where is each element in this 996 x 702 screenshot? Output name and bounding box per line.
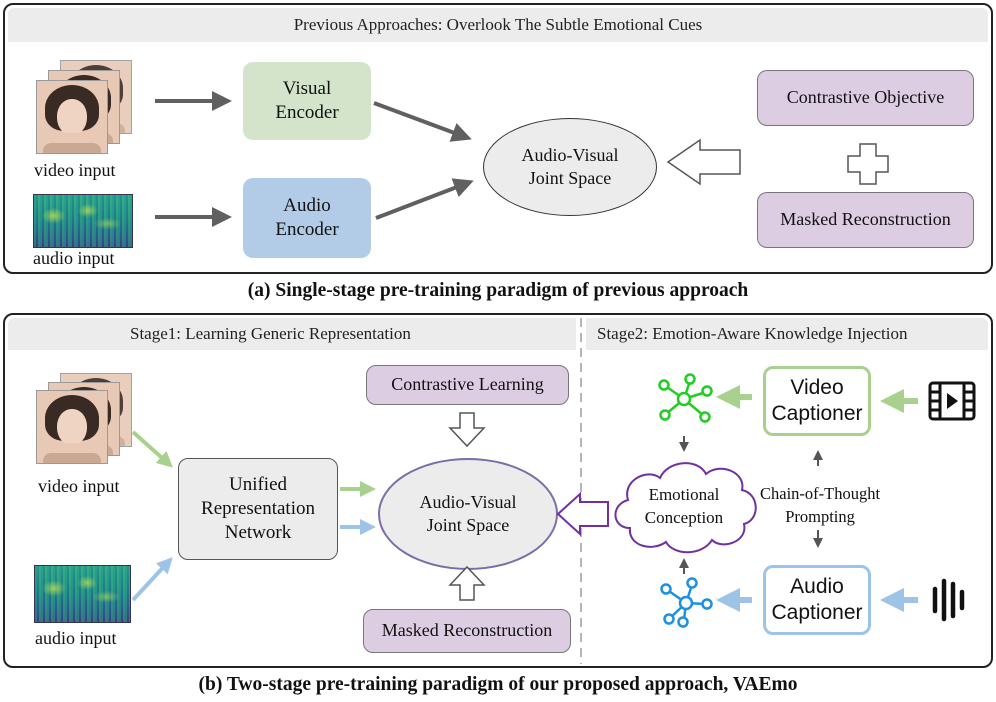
arrows-stage2 (679, 385, 918, 612)
unified-representation-network: Unified Representation Network (178, 458, 338, 560)
knowledge-graph-icon-green (658, 373, 713, 423)
arrows-stage1 (131, 430, 376, 602)
audio-encoder: Audio Encoder (243, 178, 371, 258)
emotional-conception-label: Emotional Conception (644, 485, 724, 527)
spectrogram-a (33, 194, 133, 248)
video-input-label-a: video input (34, 160, 116, 180)
knowledge-graph-icon-blue (660, 577, 713, 628)
stage2-header: Stage2: Emotion-Aware Knowledge Injectio… (586, 318, 988, 350)
hollow-arrow-down (448, 412, 486, 448)
video-input-label-b: video input (38, 476, 120, 496)
visual-encoder: Visual Encoder (243, 62, 371, 140)
chain-of-thought-label: Chain-of-Thought Prompting (760, 484, 881, 527)
panel-a-header: Previous Approaches: Overlook The Subtle… (8, 8, 988, 42)
purple-hollow-arrow (556, 491, 609, 537)
joint-space-a: Audio-Visual Joint Space (483, 118, 657, 216)
emotional-cloud (614, 462, 757, 554)
caption-b: (b) Two-stage pre-training paradigm of o… (198, 674, 798, 695)
plus-icon (847, 143, 889, 185)
contrastive-learning: Contrastive Learning (366, 365, 569, 405)
audio-input-label-a: audio input (33, 248, 115, 268)
masked-reconstruction-b: Masked Reconstruction (363, 609, 571, 653)
arrows-a (155, 91, 474, 227)
contrastive-objective: Contrastive Objective (757, 70, 974, 126)
caption-a: (a) Single-stage pre-training paradigm o… (247, 280, 749, 301)
spectrogram-b (34, 565, 131, 623)
hollow-arrow-a (666, 138, 741, 186)
audio-input-label-b: audio input (35, 628, 117, 648)
hollow-arrow-up (448, 565, 486, 601)
stage1-header: Stage1: Learning Generic Representation (8, 318, 576, 350)
waveform-icon (932, 578, 965, 622)
video-captioner: Video Captioner (763, 366, 871, 436)
panel-a-title: Previous Approaches: Overlook The Subtle… (293, 15, 703, 34)
audio-captioner: Audio Captioner (763, 565, 871, 635)
masked-reconstruction-a: Masked Reconstruction (757, 192, 974, 248)
film-icon (928, 381, 976, 421)
